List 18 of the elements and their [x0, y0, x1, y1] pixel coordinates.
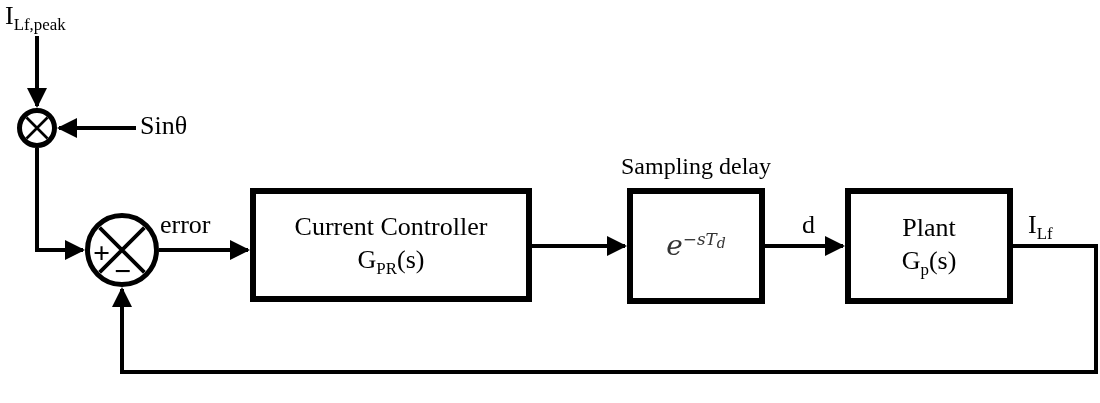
arrow: [112, 244, 1098, 374]
arrow: [35, 148, 85, 260]
minus-sign: −: [114, 256, 132, 286]
arrow: [159, 240, 250, 260]
plant-block: [845, 188, 1013, 304]
block-label: Current Controller G$_{PR}$(s): [293, 210, 489, 281]
arrow: [27, 36, 47, 108]
block-caption: Sampling delay: [620, 151, 772, 181]
input-label: I$_{Lf,peak}$: [5, 0, 100, 34]
arrow: [532, 236, 627, 256]
delay-block: [627, 188, 765, 304]
arrow: [765, 236, 845, 256]
controller-block: [250, 188, 532, 302]
block-label: Plant G$_{p}$(s): [900, 211, 958, 282]
multiplier-junction: [17, 108, 57, 148]
arrow: [57, 118, 136, 138]
plus-sign: +: [93, 238, 111, 268]
input-label: Sinθ: [140, 110, 210, 146]
